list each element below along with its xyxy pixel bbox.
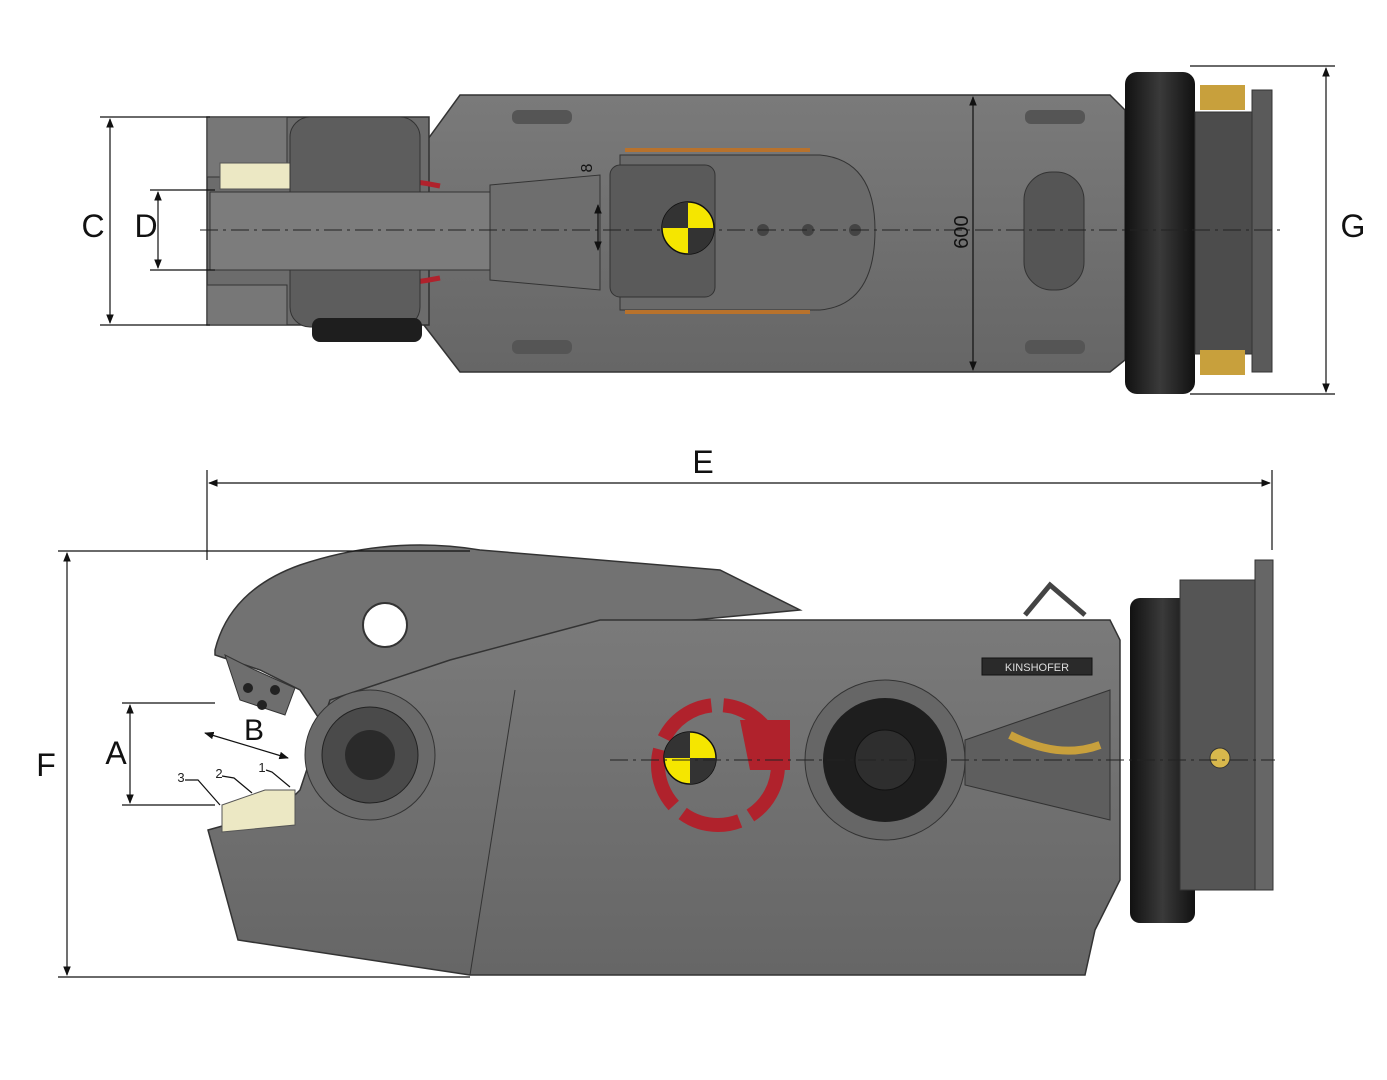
brand-plate: [981, 657, 1093, 676]
brand-plate-text: KINSHOFER: [1005, 662, 1069, 674]
dim-label-f: F: [36, 747, 56, 783]
upper-blade: [224, 654, 296, 716]
dim-label-a: A: [105, 735, 127, 771]
dimension-lines: [58, 65, 1335, 978]
cog-marker-icon: [661, 201, 715, 255]
dim-label-b: B: [244, 714, 264, 747]
dim-label-8: 8: [579, 163, 596, 172]
lower-blade: [221, 789, 296, 833]
cog-marker-icon: [663, 731, 717, 785]
dim-label-c: C: [81, 208, 104, 244]
top-rotator: [1125, 72, 1195, 394]
dim-label-e: E: [692, 444, 713, 480]
dim-label-g: G: [1341, 208, 1366, 244]
cylinder-pivot: [804, 679, 966, 841]
brand-logo-icon: [651, 698, 790, 832]
top-blade: [219, 162, 291, 190]
blade-mark-1: 1: [258, 760, 265, 775]
jaw-pivot: [304, 689, 436, 821]
top-shaft: [209, 191, 491, 271]
blade-mark-3: 3: [177, 770, 184, 785]
top-view: [200, 72, 1280, 394]
blade-mark-2: 2: [215, 766, 222, 781]
dim-label-d: D: [134, 208, 157, 244]
side-view: KINSHOFER: [207, 544, 1275, 976]
dim-label-600: 600: [951, 215, 973, 248]
